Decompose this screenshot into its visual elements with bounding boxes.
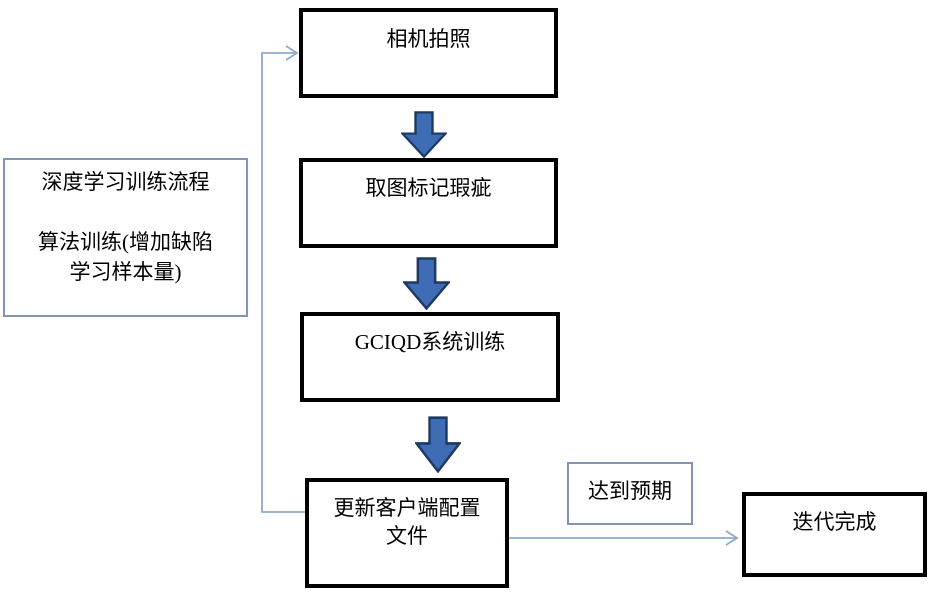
- result-connector-arrowhead-icon: [725, 530, 739, 546]
- feedback-connector-line: [261, 52, 305, 513]
- feedback-connector-arrowhead-icon: [285, 45, 299, 61]
- node-mark-defects: 取图标记瑕疵: [299, 158, 558, 248]
- down-block-arrow-icon: [415, 416, 461, 473]
- node-camera-capture: 相机拍照: [299, 8, 558, 98]
- node-update-client-config: 更新客户端配置 文件: [305, 478, 509, 588]
- edge-condition-label: 达到预期: [567, 462, 693, 525]
- down-block-arrow-icon: [401, 111, 447, 158]
- node-system-training: GCIQD系统训练: [300, 312, 560, 402]
- down-block-arrow-icon: [403, 257, 450, 310]
- node-iteration-complete: 迭代完成: [742, 492, 927, 577]
- side-note-box: 深度学习训练流程 算法训练(增加缺陷 学习样本量): [3, 158, 248, 317]
